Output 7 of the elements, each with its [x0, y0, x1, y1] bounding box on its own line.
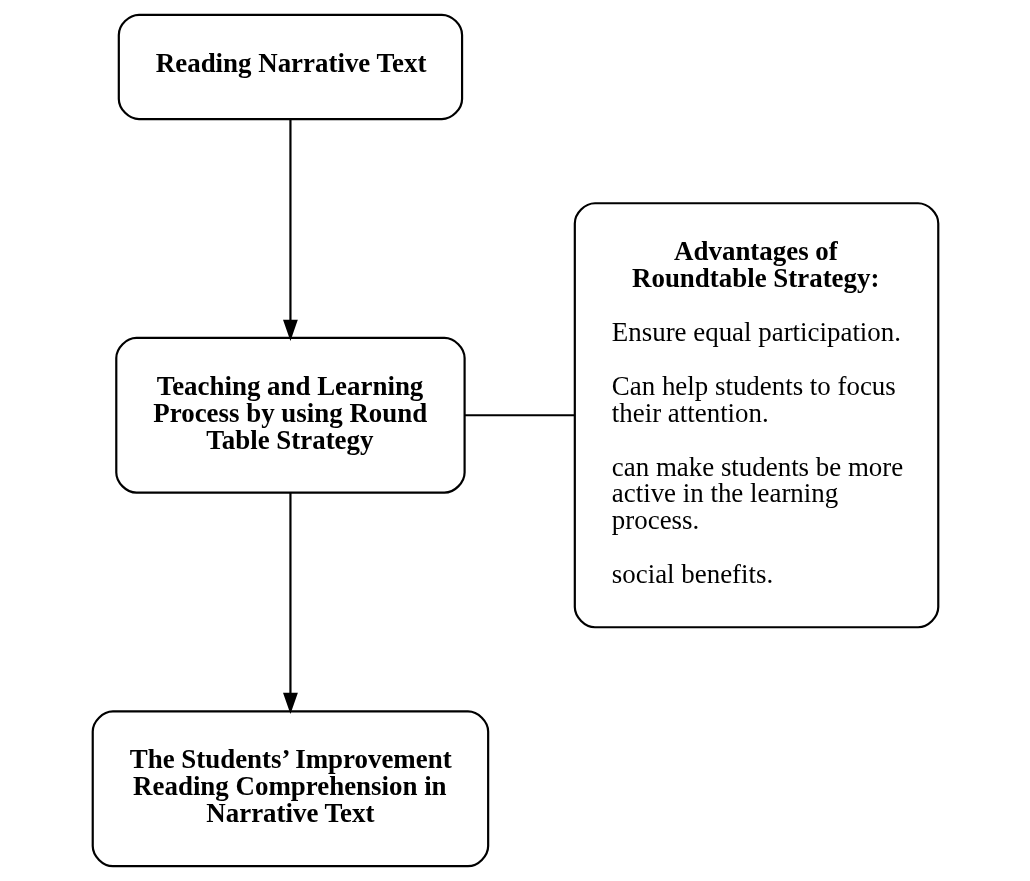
- connector: [464, 414, 575, 417]
- node-box: Advantages of Roundtable Strategy: Ensure equal participation. Can help students to focus their attention. can make students be more active in the learning process. social benefits.: [573, 202, 939, 629]
- arrow: [282, 119, 298, 341]
- node-box: The Students’ Improvement Reading Comprehension in Narrative Text: [91, 710, 489, 868]
- node-box: Teaching and Learning Process by using Round Table Strategy: [114, 336, 466, 494]
- node-box: Reading Narrative Text: [117, 13, 463, 121]
- arrow: [282, 492, 298, 715]
